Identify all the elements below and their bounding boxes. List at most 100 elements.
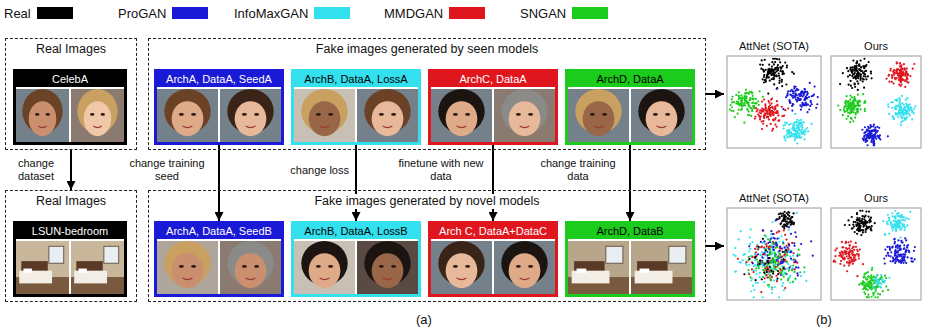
scatter-point xyxy=(760,241,762,243)
plot-frame xyxy=(831,56,921,148)
scatter-point xyxy=(769,266,771,268)
scatter-point xyxy=(893,72,895,74)
scatter-point xyxy=(765,250,767,252)
scatter-point xyxy=(753,105,755,107)
scatter-point xyxy=(803,121,805,123)
scatter-point xyxy=(900,83,902,85)
photo-background xyxy=(220,241,281,294)
eye xyxy=(254,265,259,268)
scatter-point xyxy=(745,97,747,99)
scatter-point xyxy=(765,275,767,277)
scatter-point xyxy=(791,109,793,111)
scatter-point xyxy=(868,210,870,212)
scatter-point xyxy=(765,245,767,247)
scatter-point xyxy=(858,105,860,107)
scatter-point xyxy=(792,92,794,94)
scatter-point xyxy=(773,73,775,75)
scatter-point xyxy=(786,247,788,249)
scatter-point xyxy=(772,237,774,239)
scatter-point xyxy=(908,218,910,220)
scatter-point xyxy=(783,215,785,217)
scatter-point xyxy=(769,265,771,267)
scatter-point xyxy=(764,59,766,61)
scatter-point xyxy=(739,103,741,105)
scatter-point xyxy=(780,222,782,224)
scatter-point xyxy=(865,231,867,233)
scatter-point xyxy=(761,261,763,263)
scatter-point xyxy=(781,215,783,217)
scatter-point xyxy=(793,73,795,75)
scatter-point xyxy=(898,112,900,114)
photo-background xyxy=(494,241,555,294)
scatter-point xyxy=(757,261,759,263)
scatter-point xyxy=(882,220,884,222)
scatter-point xyxy=(765,243,767,245)
scatter-point xyxy=(787,107,789,109)
tsne-plot xyxy=(831,208,921,300)
scatter-point xyxy=(891,212,893,214)
scatter-point xyxy=(761,256,763,258)
scatter-point xyxy=(788,226,790,228)
scatter-point xyxy=(873,144,875,146)
scatter-point xyxy=(905,103,907,105)
scatter-point xyxy=(750,279,752,281)
face xyxy=(235,253,267,288)
scatter-point xyxy=(895,228,897,230)
scatter-point xyxy=(900,228,902,230)
scatter-point xyxy=(759,253,761,255)
scatter-point xyxy=(782,251,784,253)
scatter-point xyxy=(848,224,850,226)
scatter-point xyxy=(772,233,774,235)
eye xyxy=(391,113,396,116)
scatter-point xyxy=(769,275,771,277)
scatter-point xyxy=(779,253,781,255)
scatter-point xyxy=(768,64,770,66)
scatter-point xyxy=(800,91,802,93)
scatter-point xyxy=(846,255,848,257)
scatter-point xyxy=(856,80,858,82)
scatter-point xyxy=(900,228,902,230)
scatter-point xyxy=(859,100,861,102)
scatter-point xyxy=(896,69,898,71)
scatter-point xyxy=(842,72,844,74)
scatter-point xyxy=(895,229,897,231)
scatter-point xyxy=(873,144,875,146)
scatter-point xyxy=(899,111,901,113)
scatter-point xyxy=(841,256,843,258)
scatter-point xyxy=(775,242,777,244)
scatter-point xyxy=(888,218,890,220)
scatter-point xyxy=(761,110,763,112)
sample-images xyxy=(568,241,692,294)
scatter-point xyxy=(906,97,908,99)
scatter-point xyxy=(786,254,788,256)
scatter-point xyxy=(796,212,798,214)
scatter-point xyxy=(752,98,754,100)
scatter-point xyxy=(777,270,779,272)
scatter-point xyxy=(855,112,857,114)
scatter-point xyxy=(781,106,783,108)
scatter-point xyxy=(893,118,895,120)
scatter-point xyxy=(749,276,751,278)
scatter-point xyxy=(777,67,779,69)
scatter-point xyxy=(871,140,873,142)
scatter-point xyxy=(847,75,849,77)
scatter-point xyxy=(904,68,906,70)
eye xyxy=(590,113,595,116)
scatter-point xyxy=(762,78,764,80)
scatter-point xyxy=(851,216,853,218)
scatter-point xyxy=(796,121,798,123)
scatter-point xyxy=(769,112,771,114)
scatter-point xyxy=(856,225,858,227)
scatter-point xyxy=(735,270,737,272)
scatter-point xyxy=(776,88,778,90)
scatter-point xyxy=(751,241,753,243)
scatter-point xyxy=(890,221,892,223)
scatter-point xyxy=(856,65,858,67)
scatter-point xyxy=(864,126,866,128)
scatter-point xyxy=(788,129,790,131)
mouth xyxy=(520,278,530,280)
scatter-point xyxy=(887,214,889,216)
scatter-point xyxy=(856,101,858,103)
scatter-point xyxy=(784,139,786,141)
scatter-point xyxy=(792,281,794,283)
